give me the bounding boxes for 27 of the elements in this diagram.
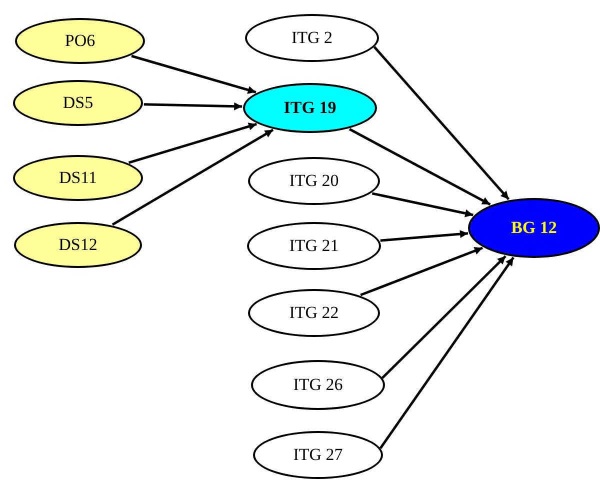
- node-label: PO6: [64, 30, 96, 52]
- node-label: ITG 20: [289, 170, 339, 192]
- ellipse-node: [243, 83, 377, 133]
- node-label: ITG 27: [293, 444, 343, 466]
- arrow: [372, 192, 474, 218]
- arrow: [373, 46, 510, 200]
- arrow: [348, 128, 491, 206]
- node-label: DS11: [58, 167, 98, 189]
- ellipse-node: [253, 431, 383, 479]
- arrow: [379, 256, 514, 449]
- arrow: [380, 230, 468, 242]
- ellipse-node: [245, 14, 379, 62]
- node-label: DS5: [62, 92, 94, 114]
- arrow: [381, 255, 506, 379]
- node-label: ITG 19: [284, 97, 336, 119]
- node-label: DS12: [58, 234, 98, 256]
- node-label: ITG 21: [289, 235, 339, 257]
- arrow: [360, 246, 484, 296]
- node-label: ITG 2: [291, 27, 333, 49]
- arrow: [112, 128, 274, 226]
- arrow: [144, 102, 242, 110]
- arrow: [128, 122, 257, 164]
- node-label: ITG 22: [289, 302, 339, 324]
- node-label: ITG 26: [293, 374, 343, 396]
- ellipse-node: [468, 198, 600, 258]
- arrow: [131, 54, 256, 94]
- node-label: BG 12: [511, 217, 557, 239]
